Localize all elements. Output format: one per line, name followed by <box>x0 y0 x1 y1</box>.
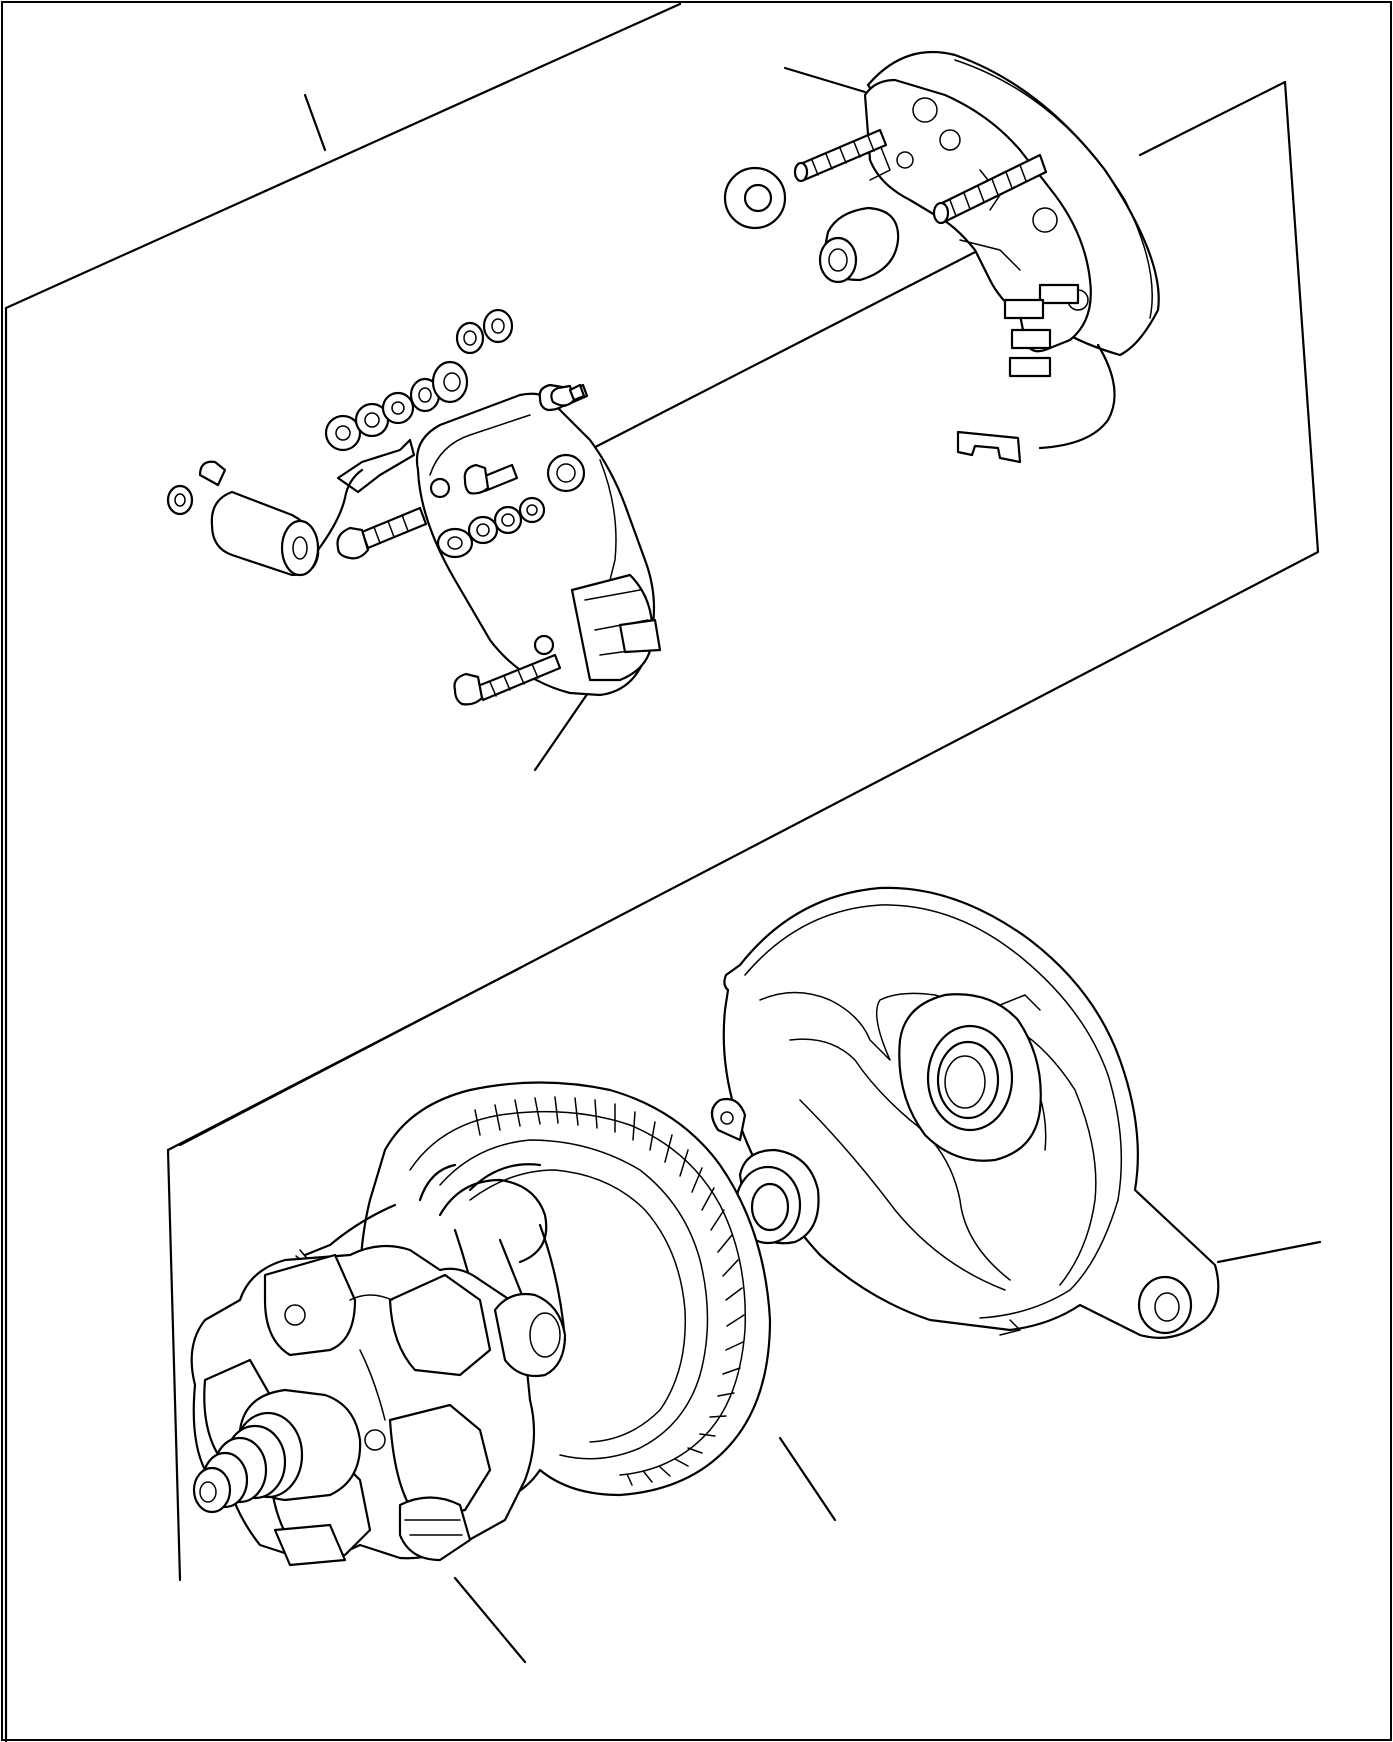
leader-line-regulator <box>533 688 592 772</box>
leader-line-brush-holder <box>783 66 867 94</box>
insulating-washer <box>723 166 787 230</box>
insulating-bushing <box>818 206 900 284</box>
rectifier-brush-holder <box>793 50 1160 464</box>
lower-panel-frame <box>166 966 522 1582</box>
slip-rings <box>192 1388 362 1514</box>
stud-bolt-short <box>793 128 888 183</box>
cover-screw-bottom <box>453 653 562 706</box>
upper-panel-frame <box>4 2 1320 1742</box>
terminal-bolt <box>336 506 428 560</box>
drive-end-frame <box>710 886 1220 1339</box>
leader-lines <box>303 66 1322 1664</box>
rotor <box>190 1244 567 1567</box>
leader-line-rotor <box>453 1576 527 1664</box>
terminal-nuts-and-washers <box>436 496 546 559</box>
stud-bolt-long <box>932 153 1048 225</box>
suppression-capacitor <box>166 460 364 577</box>
nut-stack <box>324 308 514 452</box>
leader-line-end-frame <box>1216 1240 1322 1264</box>
bearing-spacer <box>734 1148 820 1245</box>
leader-line-stator <box>778 1436 837 1522</box>
small-bolt <box>550 383 586 407</box>
leader-line-top-left <box>303 93 327 152</box>
cover-screw-middle <box>463 463 519 495</box>
terminal-clip <box>336 438 416 494</box>
